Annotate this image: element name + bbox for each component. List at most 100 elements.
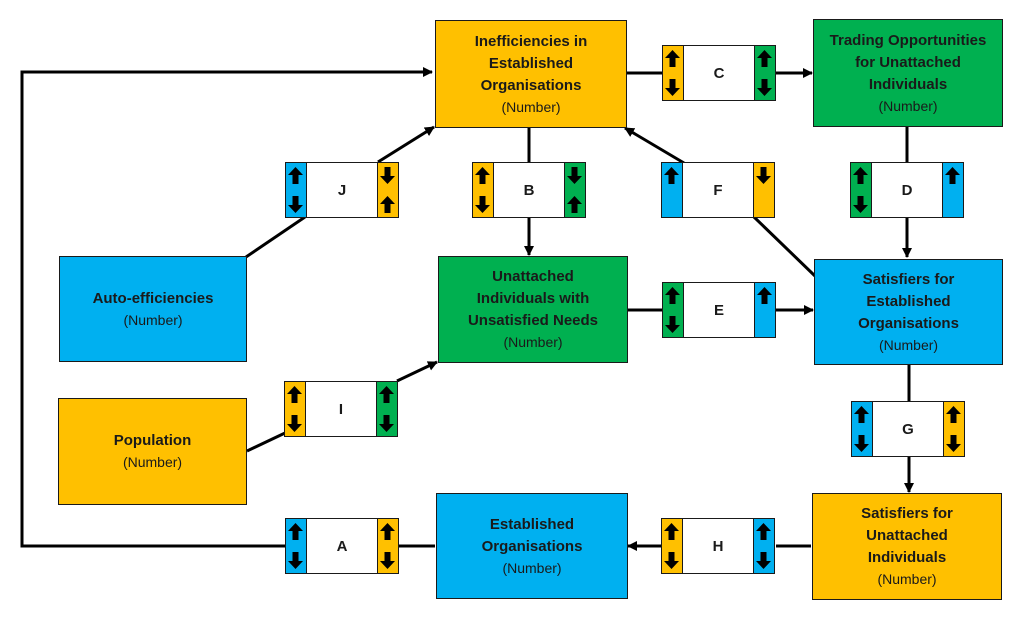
node-unit: (Number) — [878, 97, 938, 114]
node-title: Established Organisations — [481, 515, 583, 555]
node-title: Trading Opportunities for Unattached Ind… — [829, 31, 987, 93]
right-polarity-strip — [942, 163, 963, 217]
arrow-down-icon — [853, 196, 868, 213]
link-g: G — [851, 401, 965, 457]
node-unit: (Number) — [122, 454, 183, 470]
link-c: C — [662, 45, 776, 101]
arrow-up-icon — [475, 167, 490, 184]
left-polarity-strip — [473, 163, 494, 217]
node-established-organisations: Established Organisations (Number) — [436, 493, 628, 599]
link-h: H — [661, 518, 775, 574]
arrow-up-icon — [287, 386, 302, 403]
right-polarity-strip — [377, 519, 398, 573]
node-unit: (Number) — [877, 571, 937, 587]
wire-satest-to-f — [752, 215, 817, 278]
node-unattached-individuals: Unattached Individuals with Unsatisfied … — [438, 256, 628, 363]
arrow-up-icon — [757, 50, 772, 67]
wire-f-to-ineff — [624, 126, 685, 165]
link-b: B — [472, 162, 586, 218]
node-satisfiers-unattached: Satisfiers for Unattached Individuals (N… — [812, 493, 1002, 600]
wire-pop-to-i — [246, 431, 286, 453]
arrow-down-icon — [379, 415, 394, 432]
link-label: I — [338, 400, 344, 418]
arrow-up-icon — [288, 167, 303, 184]
arrow-up-icon — [288, 523, 303, 540]
arrow-down-icon — [946, 435, 961, 452]
left-polarity-strip — [663, 46, 684, 100]
link-label: B — [523, 181, 535, 199]
link-label: D — [901, 181, 913, 199]
node-auto-efficiencies: Auto-efficiencies (Number) — [59, 256, 247, 362]
arrow-up-icon — [664, 167, 679, 184]
arrow-down-icon — [288, 552, 303, 569]
link-label: E — [713, 301, 724, 319]
link-label: F — [713, 181, 723, 199]
arrow-down-icon — [567, 167, 582, 184]
arrow-up-icon — [945, 167, 960, 184]
node-population: Population (Number) — [58, 398, 247, 505]
node-inefficiencies: Inefficiencies in Established Organisati… — [435, 20, 627, 128]
arrow-up-icon — [854, 406, 869, 423]
arrow-down-icon — [665, 316, 680, 333]
right-polarity-strip — [377, 163, 398, 217]
link-d: D — [850, 162, 964, 218]
arrow-up-icon — [756, 523, 771, 540]
arrow-up-icon — [380, 196, 395, 213]
arrow-up-icon — [757, 287, 772, 304]
node-satisfiers-established: Satisfiers for Established Organisations… — [814, 259, 1003, 365]
node-title: Population — [113, 432, 192, 449]
node-title: Satisfiers for Unattached Individuals — [861, 505, 953, 566]
arrow-up-icon — [853, 167, 868, 184]
left-polarity-strip — [851, 163, 872, 217]
link-f: F — [661, 162, 775, 218]
wire-j-to-ineff — [377, 125, 435, 164]
arrow-up-icon — [664, 523, 679, 540]
node-unit: (Number) — [502, 559, 562, 576]
node-unit: (Number) — [123, 311, 183, 328]
arrow-down-icon — [756, 167, 771, 184]
link-label: G — [902, 420, 914, 438]
link-j: J — [285, 162, 399, 218]
arrow-down-icon — [287, 415, 302, 432]
left-polarity-strip — [285, 382, 306, 436]
arrow-down-icon — [288, 196, 303, 213]
left-polarity-strip — [663, 283, 684, 337]
right-polarity-strip — [753, 163, 774, 217]
link-label: A — [336, 537, 348, 555]
right-polarity-strip — [376, 382, 397, 436]
left-polarity-strip — [852, 402, 873, 456]
arrow-down-icon — [756, 552, 771, 569]
left-polarity-strip — [286, 163, 307, 217]
node-unit: (Number) — [503, 334, 563, 350]
node-title: Unattached Individuals with Unsatisfied … — [467, 268, 599, 329]
arrow-up-icon — [946, 406, 961, 423]
node-title: Inefficiencies in Established Organisati… — [474, 32, 588, 94]
node-unit: (Number) — [501, 98, 561, 115]
left-polarity-strip — [662, 519, 683, 573]
left-polarity-strip — [662, 163, 683, 217]
link-label: C — [713, 64, 725, 82]
arrow-down-icon — [757, 79, 772, 96]
link-label: J — [337, 181, 347, 199]
arrow-down-icon — [475, 196, 490, 213]
link-i: I — [284, 381, 398, 437]
wire-a-to-ineff-loop — [20, 67, 433, 548]
node-title: Satisfiers for Established Organisations — [858, 270, 959, 332]
node-trading-opportunities: Trading Opportunities for Unattached Ind… — [813, 19, 1003, 127]
arrow-down-icon — [854, 435, 869, 452]
node-unit: (Number) — [878, 336, 939, 353]
arrow-down-icon — [380, 167, 395, 184]
arrow-down-icon — [664, 552, 679, 569]
node-title: Auto-efficiencies — [92, 289, 214, 307]
arrow-up-icon — [567, 196, 582, 213]
right-polarity-strip — [754, 283, 775, 337]
left-polarity-strip — [286, 519, 307, 573]
arrow-down-icon — [380, 552, 395, 569]
wire-i-to-unattached — [396, 360, 438, 383]
arrow-down-icon — [665, 79, 680, 96]
right-polarity-strip — [753, 519, 774, 573]
arrow-up-icon — [380, 523, 395, 540]
wire-auto-to-j — [245, 215, 306, 259]
right-polarity-strip — [754, 46, 775, 100]
